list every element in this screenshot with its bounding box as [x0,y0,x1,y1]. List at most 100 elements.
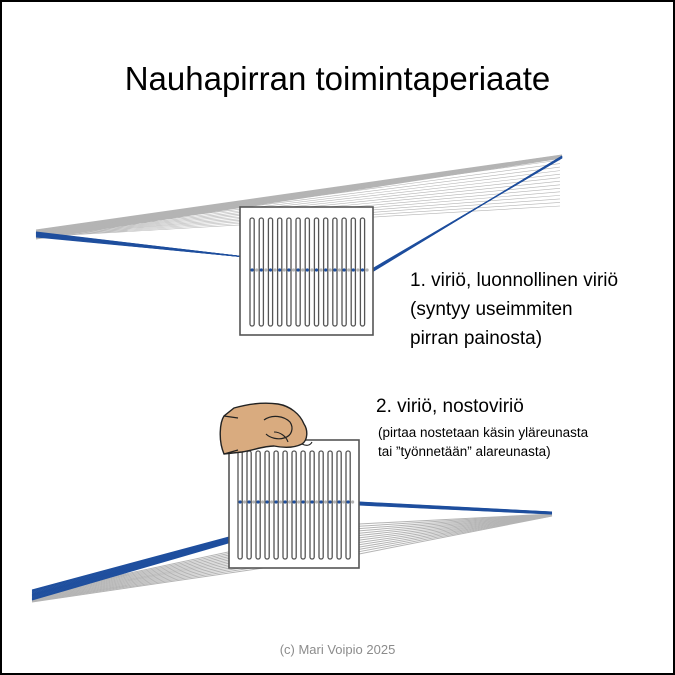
heddle-slot [304,217,311,327]
shed2-note: (pirtaa nostetaan käsin yläreunasta tai … [378,423,588,461]
slot-thread [273,268,277,272]
diagram-title: Nauhapirran toimintaperiaate [124,60,551,97]
warp-thread [358,514,553,539]
slot-thread [328,268,332,272]
slot-thread [279,500,283,504]
hole-thread [292,500,296,504]
warp-thread [358,515,553,553]
heddle-slot [258,217,265,327]
warp-thread [358,504,553,515]
hole-thread [250,268,254,272]
shed2-heddle-icon [228,439,360,569]
slot-thread [261,500,265,504]
shed2-hole-threads [238,500,355,504]
hole-thread [328,500,332,504]
hole-thread [301,500,305,504]
slot-thread [315,500,319,504]
heddle-slot [359,217,366,327]
slot-thread [324,500,328,504]
heddle-slot [237,450,243,560]
shed1-caption-line: (syntyy useimmiten [410,299,573,320]
heddle-slot [286,217,292,327]
hole-thread [342,268,346,272]
shed1-caption-line: 1. viriö, luonnollinen viriö [410,270,619,291]
hole-thread [278,268,282,272]
heddle-slot [267,217,274,327]
slot-thread [255,268,259,272]
heddle-slot [322,217,329,327]
slot-thread [306,500,310,504]
heddle-slot [327,450,333,560]
heddle-slot [295,217,301,327]
slot-thread [243,500,247,504]
hole-thread [314,268,319,272]
slot-thread [351,500,355,504]
hole-thread [256,500,260,504]
slot-thread [342,500,346,504]
hole-thread [268,268,273,272]
slot-thread [310,268,314,272]
hole-thread [247,500,251,504]
hand-icon [219,402,313,455]
heddle-slot [282,450,288,560]
warp-thread [358,515,553,550]
hole-thread [324,268,328,272]
heddle-slot [291,450,297,560]
slot-thread [333,500,337,504]
hole-thread [238,500,242,504]
hole-thread [274,500,278,504]
hole-thread [346,500,350,504]
slot-thread [252,500,256,504]
heddle-slot [249,217,255,327]
heddle-slot [264,450,270,560]
slot-thread [301,268,305,272]
slot-thread [337,268,342,272]
warp-thread [358,514,553,541]
shed1-caption: 1. viriö, luonnollinen viriö (syntyy use… [410,266,618,353]
slot-thread [282,268,286,272]
heddle-slot [255,450,261,560]
heddle-slot [273,450,279,560]
slot-thread [270,500,274,504]
heddle-slot [309,450,315,560]
hole-thread [265,500,269,504]
warp-thread [358,515,553,548]
hole-thread [319,500,323,504]
warp-thread [358,513,553,530]
hole-thread [283,500,287,504]
warp-thread [358,515,553,555]
warp-thread [358,513,553,532]
heddle-slot [332,217,338,327]
hole-thread [360,268,365,272]
heddle-slot [313,217,320,327]
warp-thread [358,513,553,525]
warp-thread [35,157,563,240]
shed2-note-line: tai ”työnnetään” alareunasta) [378,444,551,459]
heddle-slot [276,217,283,327]
heddle-slot [341,217,347,327]
slot-thread [347,268,351,272]
slot-thread [288,500,292,504]
warp-thread [358,514,553,546]
warp-thread [358,514,553,537]
shed1-caption-line: pirran painosta) [410,328,543,349]
hole-thread [333,268,337,272]
heddle-slot [350,217,357,327]
hole-thread [305,268,309,272]
hole-thread [287,268,291,272]
hole-thread [259,268,263,272]
shed1-hole-threads [250,268,369,272]
heddle-slot [318,450,324,560]
slot-thread [297,500,301,504]
shed2-heddle-slots [237,450,351,560]
heddle-slot [300,450,306,560]
warp-thread [371,157,563,270]
shed2-heading: 2. viriö, nostoviriö [376,396,524,417]
heddle-slot [246,450,252,560]
warp-thread [358,513,553,527]
slot-thread [264,268,268,272]
warp-thread [358,514,553,534]
hole-thread [337,500,341,504]
